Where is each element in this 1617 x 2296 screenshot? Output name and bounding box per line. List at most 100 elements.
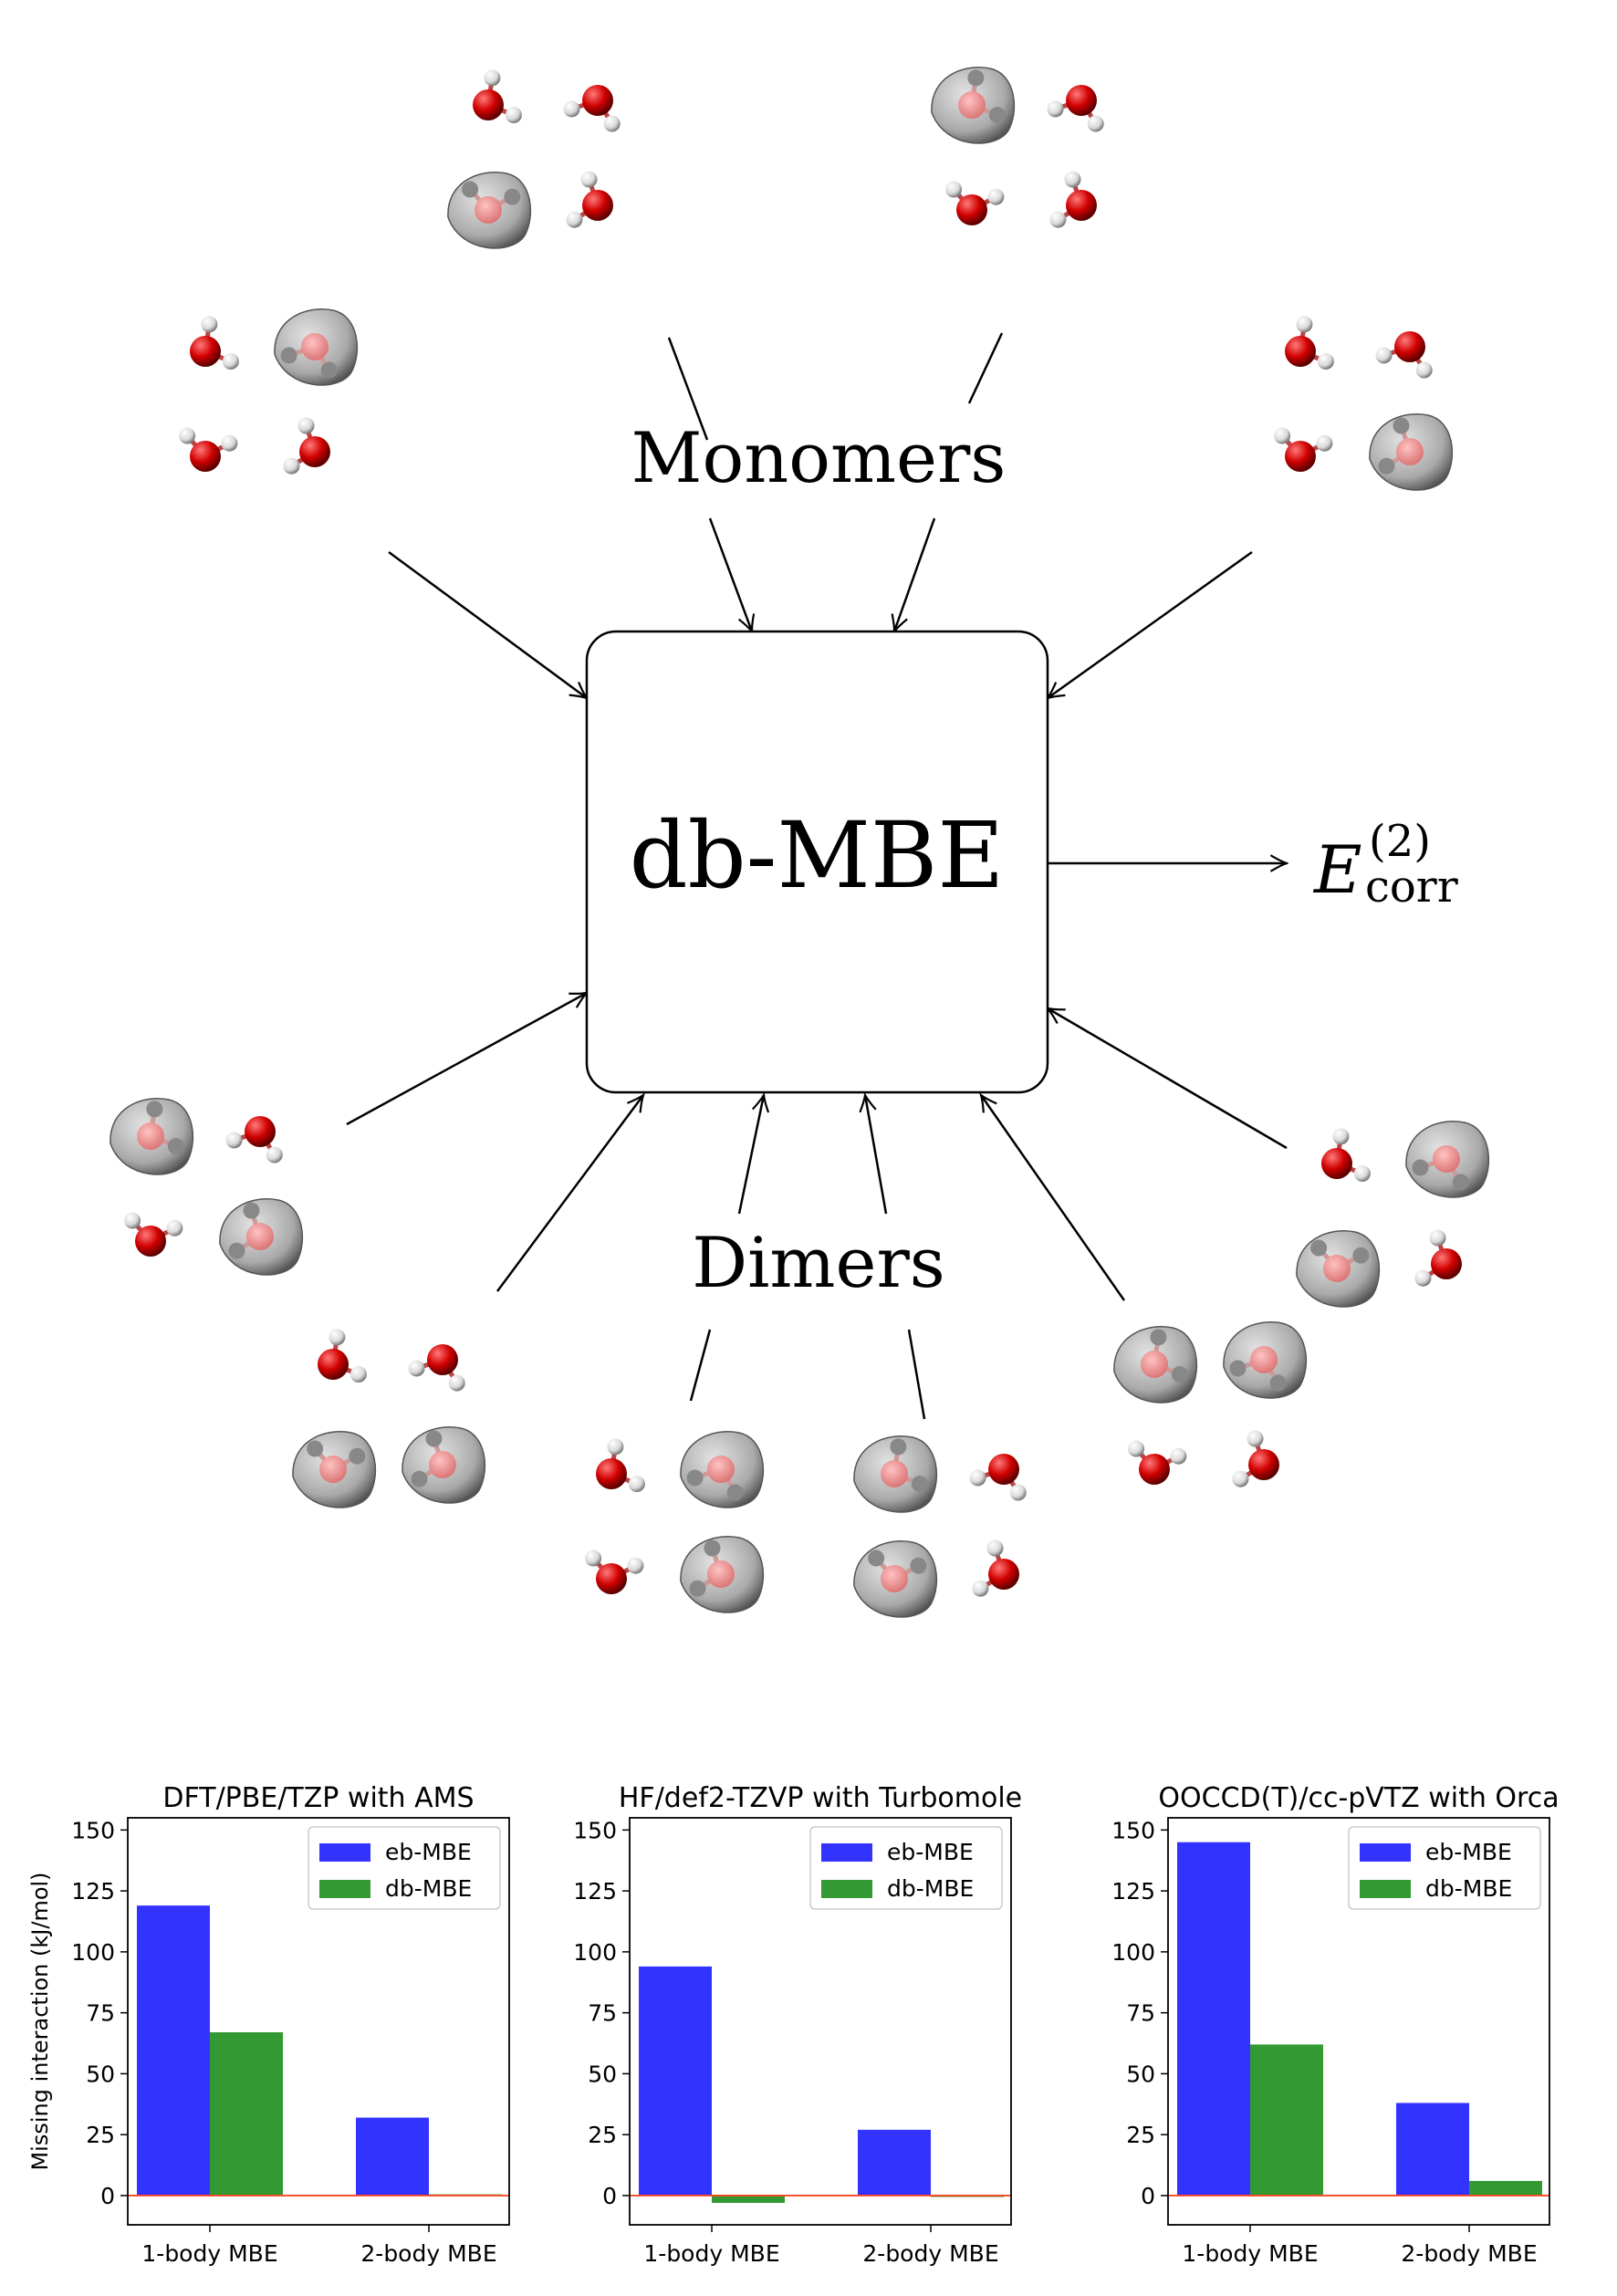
legend-label: db-MBE — [385, 1875, 472, 1902]
hydrogen-atom — [603, 115, 621, 132]
density-shell — [219, 1198, 304, 1276]
density-shell — [1296, 1230, 1381, 1308]
hydrogen-atom — [1353, 1165, 1371, 1183]
water-molecule — [1414, 1229, 1462, 1287]
bar-eb-mbe-2 — [356, 2117, 429, 2196]
y-axis-label: Missing interaction (kJ/mol) — [27, 1872, 53, 2170]
water-tetramer — [1113, 1321, 1308, 1487]
water-molecule — [179, 427, 238, 472]
water-molecule — [318, 1329, 367, 1383]
oxygen-atom — [299, 436, 330, 467]
x-tick-label: 2-body MBE — [1401, 2240, 1537, 2267]
connector-line — [907, 1329, 926, 1420]
bar-eb-mbe-2 — [1396, 2103, 1469, 2196]
hydrogen-atom — [1316, 434, 1333, 452]
hydrogen-atom — [462, 181, 479, 198]
density-shell — [402, 1426, 486, 1504]
density-shell — [292, 1431, 377, 1508]
oxygen-atom — [1066, 85, 1097, 116]
flow-arrows — [346, 332, 1287, 1420]
oxygen-atom — [1323, 1255, 1351, 1282]
hydrogen-atom — [1170, 1447, 1187, 1465]
hydrogen-atom — [167, 1138, 184, 1155]
y-tick-label: 150 — [71, 1817, 115, 1843]
hydrogen-atom — [566, 211, 583, 228]
hydrogen-atom — [349, 1447, 366, 1465]
legend-swatch — [319, 1880, 370, 1898]
y-tick-label: 125 — [71, 1878, 115, 1905]
water-with-density — [1369, 413, 1454, 491]
y-tick-label: 125 — [1111, 1878, 1155, 1905]
legend-swatch — [821, 1843, 872, 1862]
output-symbol: E — [1312, 831, 1362, 908]
hydrogen-atom — [222, 353, 239, 370]
hydrogen-atom — [563, 100, 580, 118]
hydrogen-atom — [228, 1242, 245, 1259]
water-molecule — [596, 1438, 645, 1493]
hydrogen-atom — [408, 1360, 425, 1377]
connector-line — [967, 332, 1004, 404]
hydrogen-atom — [505, 107, 522, 124]
hydrogen-atom — [1412, 1159, 1429, 1176]
oxygen-atom — [988, 1559, 1019, 1590]
output-superscript: (2) — [1369, 816, 1431, 867]
hydrogen-atom — [1064, 171, 1081, 188]
hydrogen-atom — [704, 1539, 721, 1557]
oxygen-atom — [318, 1349, 349, 1380]
bar-eb-mbe-1 — [639, 1966, 712, 2196]
hydrogen-atom — [1049, 211, 1067, 228]
hydrogen-atom — [225, 1132, 243, 1149]
water-with-density — [1296, 1230, 1381, 1308]
hydrogen-atom — [686, 1469, 704, 1487]
oxygen-atom — [1066, 190, 1097, 221]
water-with-density — [680, 1536, 765, 1613]
oxygen-atom — [1141, 1351, 1168, 1378]
oxygen-atom — [190, 336, 221, 367]
hydrogen-atom — [726, 1484, 744, 1501]
water-molecule — [225, 1116, 283, 1164]
density-shell — [853, 1435, 938, 1513]
y-tick-label: 50 — [86, 2061, 115, 2087]
y-tick-label: 150 — [1111, 1817, 1155, 1843]
hydrogen-atom — [627, 1557, 644, 1574]
hydrogen-atom — [1087, 115, 1104, 132]
hydrogen-atom — [969, 1469, 986, 1487]
hydrogen-atom — [504, 188, 521, 205]
hydrogen-atom — [1232, 1470, 1249, 1487]
water-with-density — [1405, 1121, 1490, 1198]
y-tick-label: 75 — [86, 2000, 115, 2027]
hydrogen-atom — [911, 1476, 928, 1493]
oxygen-atom — [473, 89, 504, 120]
oxygen-atom — [301, 333, 329, 360]
hydrogen-atom — [972, 1580, 989, 1597]
x-tick-label: 1-body MBE — [1182, 2240, 1318, 2267]
water-molecule — [969, 1454, 1027, 1501]
density-shell — [853, 1540, 938, 1618]
hydrogen-atom — [1247, 1430, 1264, 1447]
water-molecule — [1047, 85, 1104, 132]
density-shell — [274, 308, 359, 386]
hydrogen-atom — [1452, 1174, 1469, 1191]
water-molecule — [473, 69, 522, 124]
oxygen-atom — [1431, 1248, 1462, 1279]
water-molecule — [1128, 1440, 1187, 1485]
oxygen-atom — [707, 1456, 735, 1483]
oxygen-atom — [1394, 331, 1425, 362]
hydrogen-atom — [221, 434, 238, 452]
water-molecule — [190, 316, 239, 370]
legend-label: eb-MBE — [1425, 1839, 1512, 1865]
oxygen-atom — [319, 1456, 347, 1483]
chart-title: OOCCD(T)/cc-pVTZ with Orca — [1158, 1782, 1559, 1814]
water-molecule — [124, 1212, 183, 1257]
chart-panel-2: HF/def2-TZVP with Turbomole0255075100125… — [573, 1782, 1022, 2267]
water-molecule — [585, 1550, 644, 1594]
hydrogen-atom — [988, 107, 1006, 124]
legend-swatch — [1360, 1880, 1411, 1898]
water-with-density — [292, 1431, 377, 1508]
hydrogen-atom — [425, 1430, 443, 1447]
hydrogen-atom — [910, 1557, 927, 1574]
hydrogen-atom — [1414, 1269, 1432, 1287]
legend-swatch — [821, 1880, 872, 1898]
mbe-diagram: db-MBE Monomers Dimers E (2) corr — [110, 67, 1490, 1618]
oxygen-atom — [190, 441, 221, 472]
